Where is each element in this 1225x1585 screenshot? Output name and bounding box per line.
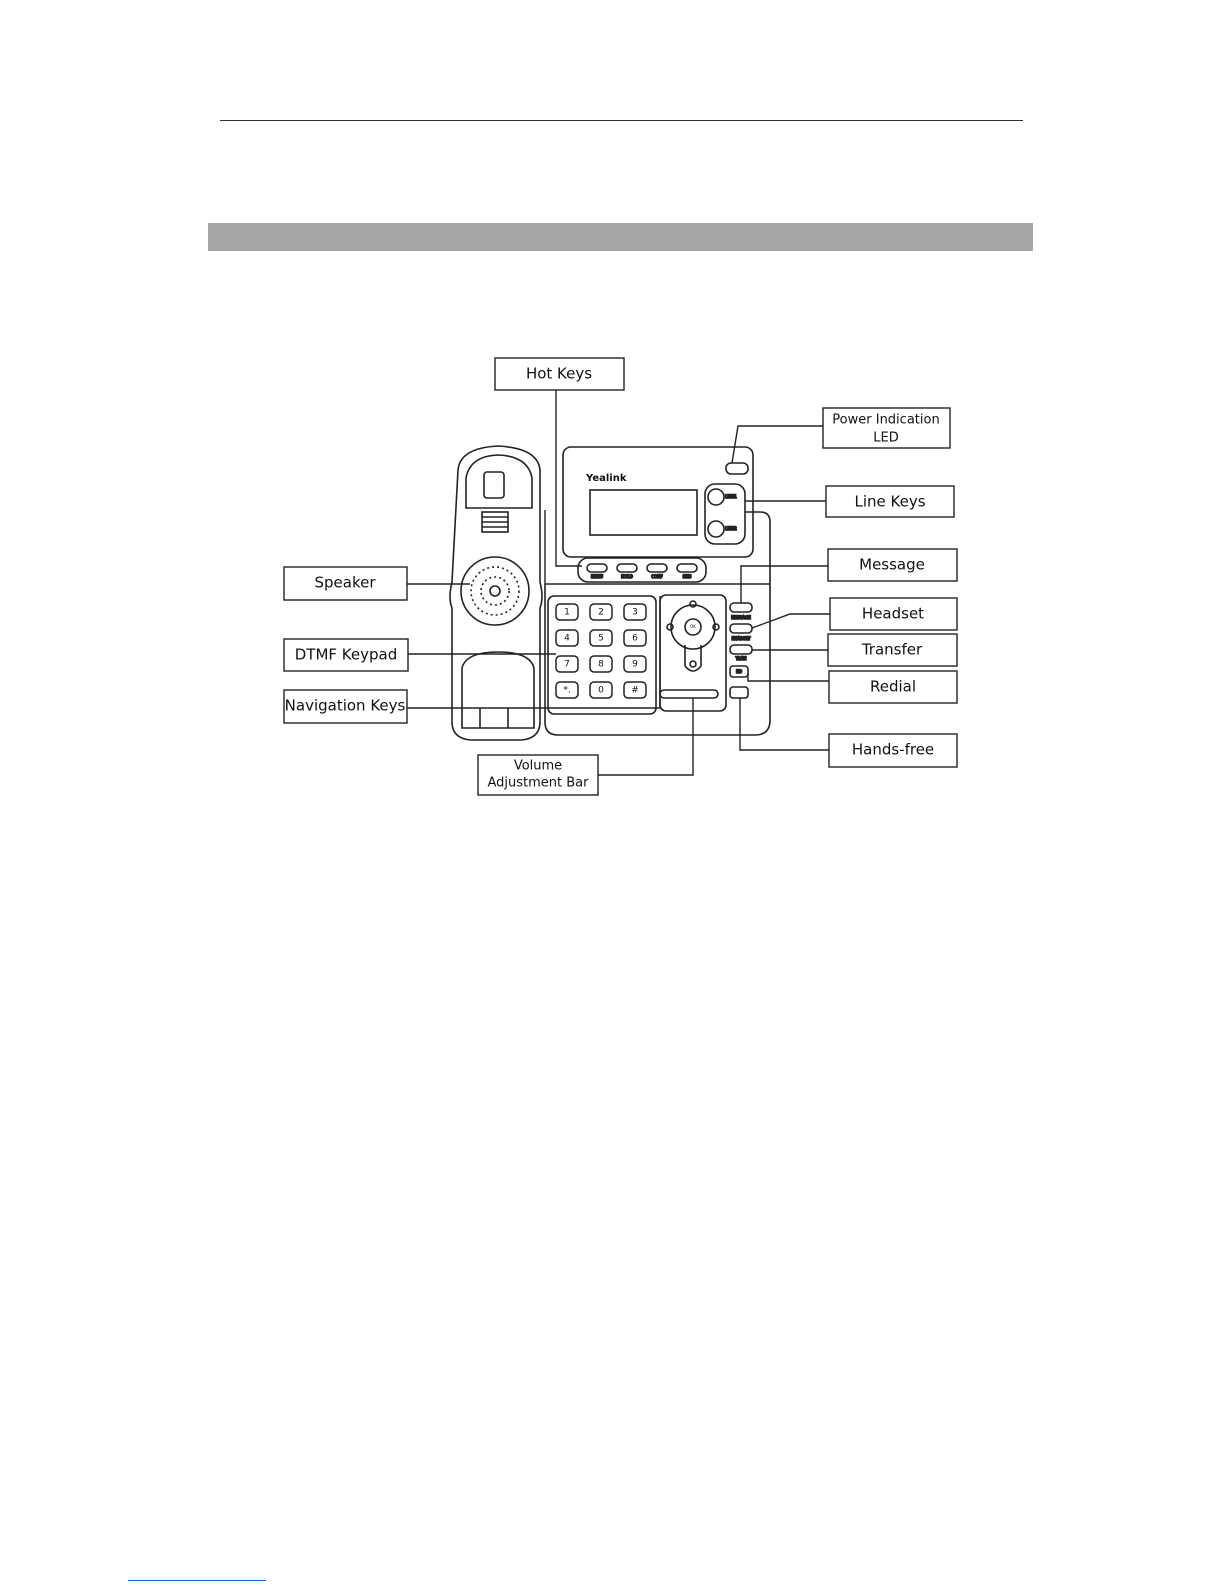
label-speaker: Speaker: [314, 574, 376, 592]
key-label: *.: [563, 686, 570, 696]
label-power-led-line2: LED: [873, 431, 898, 446]
svg-text:RD: RD: [736, 669, 742, 674]
navigation-cluster: [660, 595, 726, 711]
hot-key-3: [647, 564, 667, 572]
label-dtmf-keypad: DTMF Keypad: [295, 646, 397, 664]
line-key-2: [708, 521, 724, 537]
transfer-key: [730, 645, 752, 654]
phone-illustration: LINE1 LINE2 MENU HOLD CONF SMS MESSAGE H…: [450, 446, 770, 740]
svg-text:HOLD: HOLD: [621, 574, 632, 579]
hot-key-1: [587, 564, 607, 572]
label-volume-line1: Volume: [514, 759, 562, 774]
leader-power-led: [732, 426, 823, 463]
hot-key-2: [617, 564, 637, 572]
svg-text:HEADSET: HEADSET: [732, 636, 751, 641]
keypad-keys: 1 2 3 4 5 6 7 8 9 *. 0 # OK Yealink: [556, 473, 696, 698]
leader-redial: [748, 673, 829, 681]
svg-text:MESSAGE: MESSAGE: [731, 615, 751, 620]
label-line-keys: Line Keys: [854, 493, 925, 511]
label-headset: Headset: [862, 605, 924, 623]
key-label: 0: [598, 686, 604, 696]
key-label: 7: [564, 660, 570, 670]
nav-up-key: [690, 601, 696, 607]
label-volume-line2: Adjustment Bar: [488, 776, 590, 791]
leader-volume: [598, 698, 693, 775]
svg-text:SMS: SMS: [683, 574, 692, 579]
key-label: #: [631, 686, 639, 696]
leader-headset: [752, 614, 830, 628]
svg-text:TRAN: TRAN: [735, 656, 747, 661]
brand-logo: Yealink: [585, 473, 627, 484]
key-label: 6: [632, 634, 638, 644]
handset-mouthpiece: [462, 652, 534, 728]
hot-key-4: [677, 564, 697, 572]
label-message: Message: [859, 556, 925, 574]
line-key-1: [708, 489, 724, 505]
label-hands-free: Hands-free: [852, 741, 934, 759]
key-label: 1: [564, 608, 570, 618]
key-label: 4: [564, 634, 570, 644]
nav-left-key: [667, 624, 673, 630]
lcd-screen: [590, 490, 697, 535]
key-label: 9: [632, 660, 638, 670]
label-power-led-line1: Power Indication: [832, 413, 939, 428]
key-label: 8: [598, 660, 604, 670]
svg-text:CONF: CONF: [651, 574, 663, 579]
key-label: 5: [598, 634, 604, 644]
nav-right-key: [713, 624, 719, 630]
svg-text:LINE2: LINE2: [725, 526, 737, 531]
handset-earpiece-curve: [466, 455, 532, 508]
label-hot-keys: Hot Keys: [526, 365, 592, 383]
leader-hot-keys: [556, 390, 582, 566]
label-transfer: Transfer: [861, 641, 923, 659]
footnote-rule: [128, 1580, 266, 1581]
message-key: [730, 603, 752, 612]
hands-free-key: [730, 687, 748, 698]
label-navigation-keys: Navigation Keys: [285, 697, 406, 715]
svg-text:LINE1: LINE1: [725, 494, 737, 499]
volume-bar: [660, 690, 718, 698]
headset-key: [730, 624, 752, 633]
leader-hands-free: [740, 698, 829, 750]
svg-text:MENU: MENU: [591, 574, 603, 579]
key-label: 2: [598, 608, 604, 618]
handset-hook-switch: [484, 472, 504, 498]
ok-key-label: OK: [690, 624, 696, 629]
key-label: 3: [632, 608, 638, 618]
label-redial: Redial: [870, 678, 916, 696]
display-housing: [563, 447, 753, 557]
power-led: [726, 463, 748, 474]
